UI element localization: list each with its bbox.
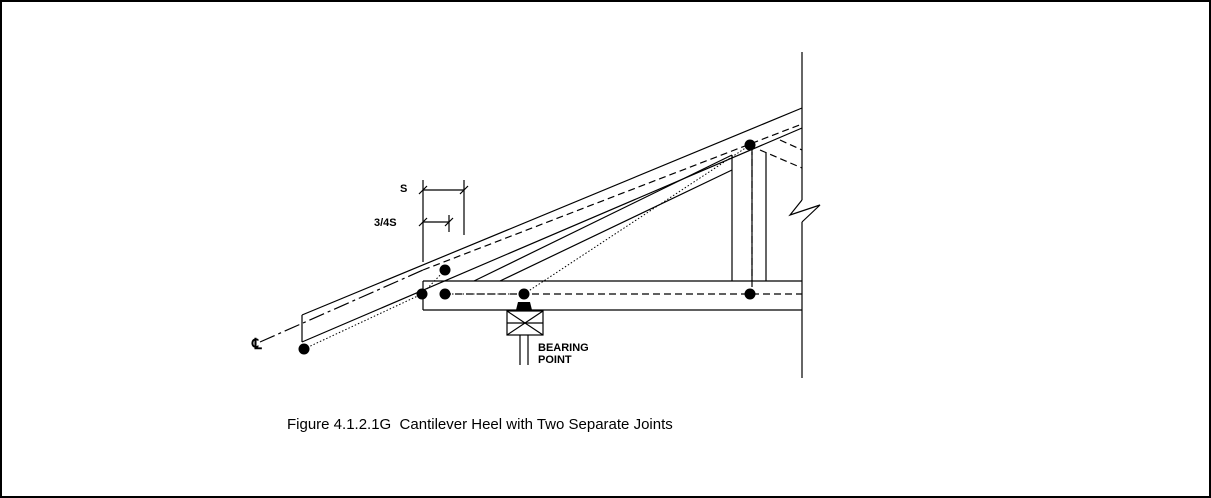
joint-top-chord-upper	[439, 264, 451, 276]
wall	[788, 52, 821, 378]
joint-bottom-right	[744, 288, 756, 300]
analog-lines	[303, 144, 751, 350]
label-s: S	[400, 183, 407, 195]
joint-bottom-chord-heel	[439, 288, 451, 300]
top-chord	[259, 107, 803, 343]
dimension-lines	[418, 180, 469, 262]
joint-top-chord-heel	[416, 288, 428, 300]
bottom-chord	[422, 280, 802, 311]
joints	[298, 139, 756, 355]
label-point: POINT	[538, 354, 572, 366]
label-three-quarter-s: 3/4S	[374, 217, 397, 229]
joint-peak	[744, 139, 756, 151]
bearing-block	[506, 302, 544, 365]
joint-bearing	[518, 288, 530, 300]
figure-caption: Figure 4.1.2.1G Cantilever Heel with Two…	[287, 416, 673, 433]
centerline-symbol: ℄	[251, 336, 262, 353]
webs	[473, 139, 803, 294]
label-bearing: BEARING	[538, 342, 589, 354]
joint-heel-tip	[298, 343, 310, 355]
